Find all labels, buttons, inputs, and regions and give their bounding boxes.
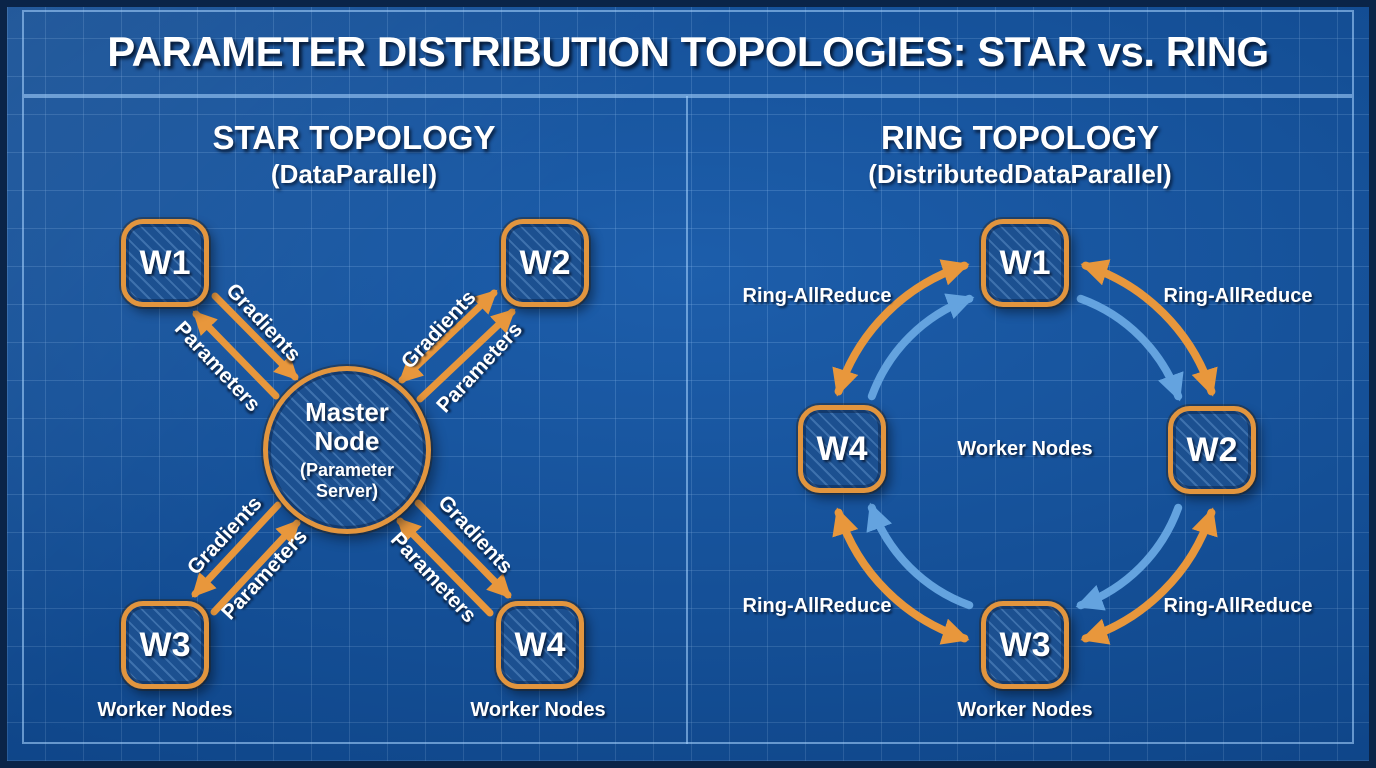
ring-allreduce-label-top-left: Ring-AllReduce xyxy=(742,285,892,307)
ring-node-w4-label: W4 xyxy=(816,429,868,468)
ring-subheading: (DistributedDataParallel) xyxy=(868,159,1172,189)
master-node-name: Master Node xyxy=(305,397,389,457)
ring-caption-bottom: Worker Nodes xyxy=(957,699,1093,721)
star-node-w1-label: W1 xyxy=(139,243,191,282)
master-node: Master Node (Parameter Server) xyxy=(263,366,431,534)
page-title: PARAMETER DISTRIBUTION TOPOLOGIES: STAR … xyxy=(107,28,1269,75)
star-node-w2-label: W2 xyxy=(519,243,571,282)
ring-allreduce-label-bottom-right: Ring-AllReduce xyxy=(1163,595,1313,617)
star-heading: STAR TOPOLOGY xyxy=(212,119,496,156)
star-caption-right: Worker Nodes xyxy=(470,699,606,721)
ring-caption-center: Worker Nodes xyxy=(957,438,1093,460)
ring-node-w3: W3 xyxy=(981,601,1069,689)
title-frame xyxy=(22,10,1354,96)
star-node-w4-label: W4 xyxy=(514,625,566,664)
master-node-role: (Parameter Server) xyxy=(299,460,395,502)
main-frame xyxy=(22,96,1354,744)
ring-allreduce-label-top-right: Ring-AllReduce xyxy=(1163,285,1313,307)
ring-node-w2-label: W2 xyxy=(1186,430,1238,469)
ring-node-w4: W4 xyxy=(798,405,886,493)
ring-heading: RING TOPOLOGY xyxy=(880,119,1160,156)
star-node-w3: W3 xyxy=(121,601,209,689)
ring-node-w2: W2 xyxy=(1168,406,1256,494)
ring-node-w1: W1 xyxy=(981,219,1069,307)
star-node-w1: W1 xyxy=(121,219,209,307)
star-caption-left: Worker Nodes xyxy=(97,699,233,721)
star-node-w2: W2 xyxy=(501,219,589,307)
ring-allreduce-label-bottom-left: Ring-AllReduce xyxy=(742,595,892,617)
ring-node-w3-label: W3 xyxy=(999,625,1051,664)
star-node-w4: W4 xyxy=(496,601,584,689)
panel-divider xyxy=(686,96,688,744)
star-subheading: (DataParallel) xyxy=(270,159,438,189)
star-node-w3-label: W3 xyxy=(139,625,191,664)
ring-node-w1-label: W1 xyxy=(999,243,1051,282)
